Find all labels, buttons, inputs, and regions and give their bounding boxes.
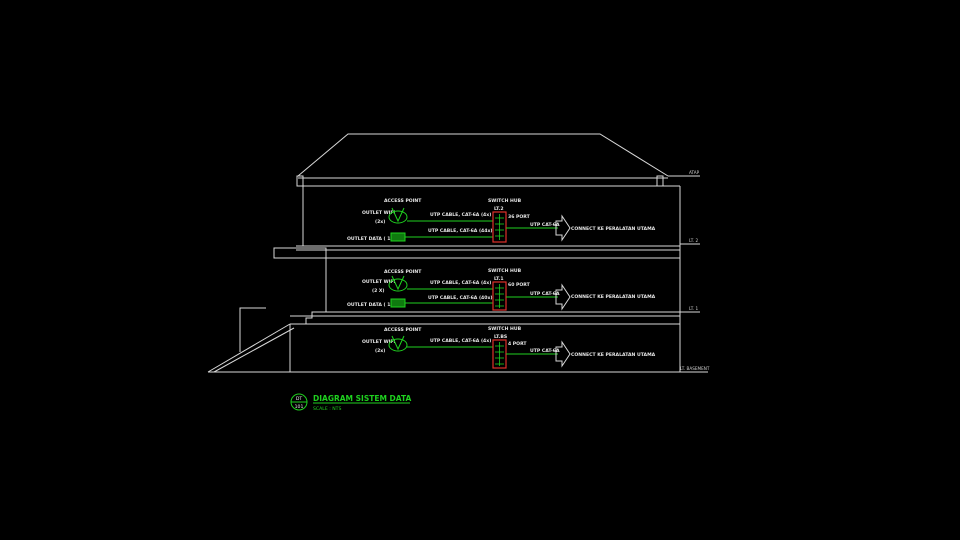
access-point-label: ACCESS POINT: [384, 269, 422, 275]
connect-label: CONNECT KE PERALATAN UTAMA: [571, 352, 656, 358]
cable-data-label: UTP CABLE, CAT-6A (40x): [428, 295, 493, 301]
wifi-antenna-icon: [391, 207, 405, 223]
ramp-slope-inner: [213, 327, 295, 373]
connect-label: CONNECT KE PERALATAN UTAMA: [571, 226, 656, 232]
data-outlet-icon: [390, 232, 406, 242]
switch-ports-label: 60 PORT: [508, 282, 531, 288]
level-label-lt1: LT. 1: [689, 306, 698, 311]
switch-code-label: LT.1: [494, 276, 504, 282]
access-point-label: ACCESS POINT: [384, 327, 422, 333]
balcony-lt2: [273, 247, 327, 259]
wifi-outlet-icon: [388, 210, 408, 224]
outlet-wifi-count: (2x): [375, 348, 385, 354]
outlet-data-label: OUTLET DATA ( 13x ): [347, 236, 400, 242]
uplink-label: UTP CAT-6A: [530, 291, 560, 297]
switch-hub-label: SWITCH HUB: [488, 198, 522, 204]
connect-arrow-icon: [555, 283, 571, 311]
level-label-atap: ATAP: [689, 170, 700, 175]
switch-ports-grid: [495, 284, 504, 308]
level-label-lt2: LT. 2: [689, 238, 698, 243]
drawing-title-block: DT 101 DIAGRAM SISTEM DATA SCALE : NTS: [290, 393, 412, 412]
roof-gutter-left: [296, 175, 304, 187]
connect-arrow-icon: [555, 340, 571, 368]
ramp-slope: [207, 323, 291, 373]
outlet-wifi-label: OUTLET WIFI: [362, 339, 395, 345]
cable-wifi-label: UTP CABLE, CAT-6A (4x): [430, 338, 491, 344]
entry-steps: [305, 311, 326, 324]
wifi-antenna-icon: [391, 275, 405, 291]
data-outlet-icon: [390, 298, 406, 308]
switch-ports-grid: [495, 214, 504, 240]
uplink-label: UTP CAT-6A: [530, 222, 560, 228]
cable-data-label: UTP CABLE, CAT-6A (44x): [428, 228, 493, 234]
network-floor-lt2: ACCESS POINT OUTLET WIFI (2x) OUTLET DAT…: [347, 198, 656, 243]
switch-ports-label: 4 PORT: [508, 341, 527, 347]
switch-hub-label: SWITCH HUB: [488, 326, 522, 332]
drawing-title: DIAGRAM SISTEM DATA: [313, 394, 412, 403]
switch-hub-label: SWITCH HUB: [488, 268, 522, 274]
detail-ref-bottom: 101: [295, 404, 304, 410]
switch-code-label: LT.2: [494, 206, 504, 212]
building-section: [207, 133, 708, 373]
drawing-scale: SCALE : NTS: [313, 406, 341, 412]
switch-code-label: LT.BS: [494, 334, 507, 340]
connect-label: CONNECT KE PERALATAN UTAMA: [571, 294, 656, 300]
detail-ref-top: DT: [296, 396, 303, 402]
network-floor-basement: ACCESS POINT OUTLET WIFI (2x) UTP CABLE,…: [362, 326, 656, 369]
cable-wifi-label: UTP CABLE, CAT-6A (4x): [430, 280, 491, 286]
ramp-retaining-wall: [239, 307, 266, 352]
wifi-outlet-icon: [388, 338, 408, 352]
wifi-outlet-icon: [388, 278, 408, 292]
outlet-wifi-label: OUTLET WIFI: [362, 279, 395, 285]
outlet-wifi-label: OUTLET WIFI: [362, 210, 395, 216]
roof-outline: [297, 133, 669, 177]
wifi-antenna-icon: [391, 335, 405, 351]
outlet-data-label: OUTLET DATA ( 10x ): [347, 302, 400, 308]
outlet-wifi-count: (2x): [375, 219, 385, 225]
uplink-label: UTP CAT-6A: [530, 348, 560, 354]
connect-arrow-icon: [555, 214, 571, 242]
level-label-basement: LT. BASEMENT: [680, 366, 710, 371]
switch-ports-grid: [495, 342, 504, 366]
switch-ports-label: 36 PORT: [508, 214, 531, 220]
outlet-wifi-count: (2 X): [372, 288, 385, 294]
cable-wifi-label: UTP CABLE, CAT-6A (4x): [430, 212, 491, 218]
network-floor-lt1: ACCESS POINT OUTLET WIFI (2 X) OUTLET DA…: [347, 268, 656, 311]
access-point-label: ACCESS POINT: [384, 198, 422, 204]
